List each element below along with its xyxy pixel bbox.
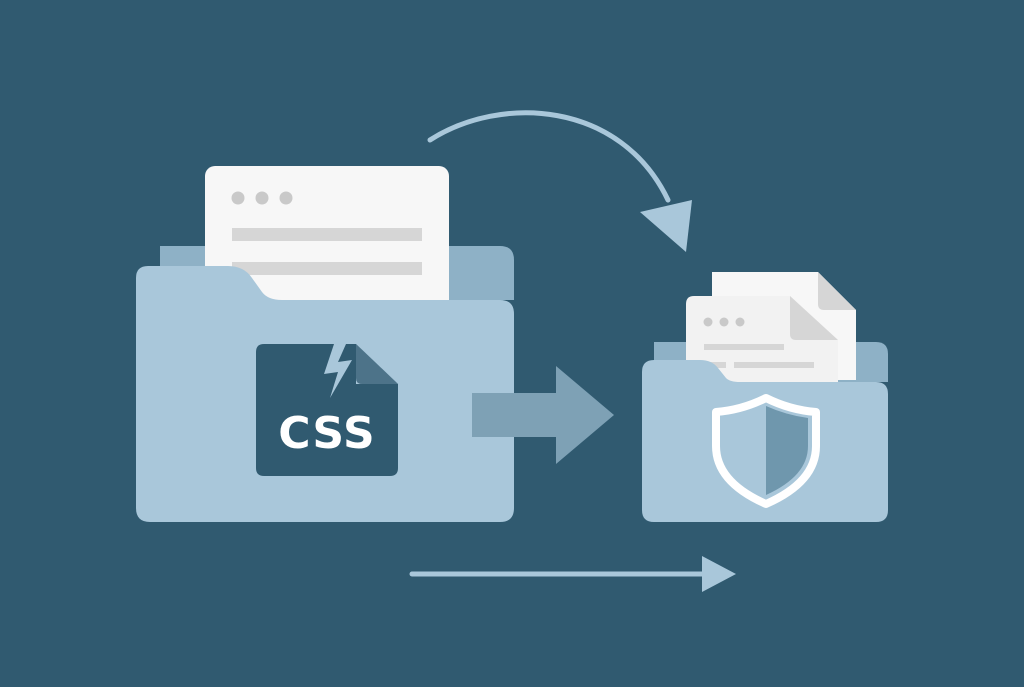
browser-document-small-icon [686, 296, 838, 386]
curved-arrow-icon [427, 110, 692, 252]
browser-document-icon [205, 166, 449, 316]
broken-css-file-icon: CSS [256, 344, 398, 476]
source-folder-icon: CSS [136, 166, 514, 522]
right-arrow-icon [472, 366, 614, 464]
shield-icon [712, 394, 820, 508]
secure-folder-icon [642, 272, 888, 522]
css-badge-label: CSS [278, 408, 376, 459]
lightning-crack-icon [324, 344, 352, 398]
progress-arrow-icon [409, 556, 736, 592]
